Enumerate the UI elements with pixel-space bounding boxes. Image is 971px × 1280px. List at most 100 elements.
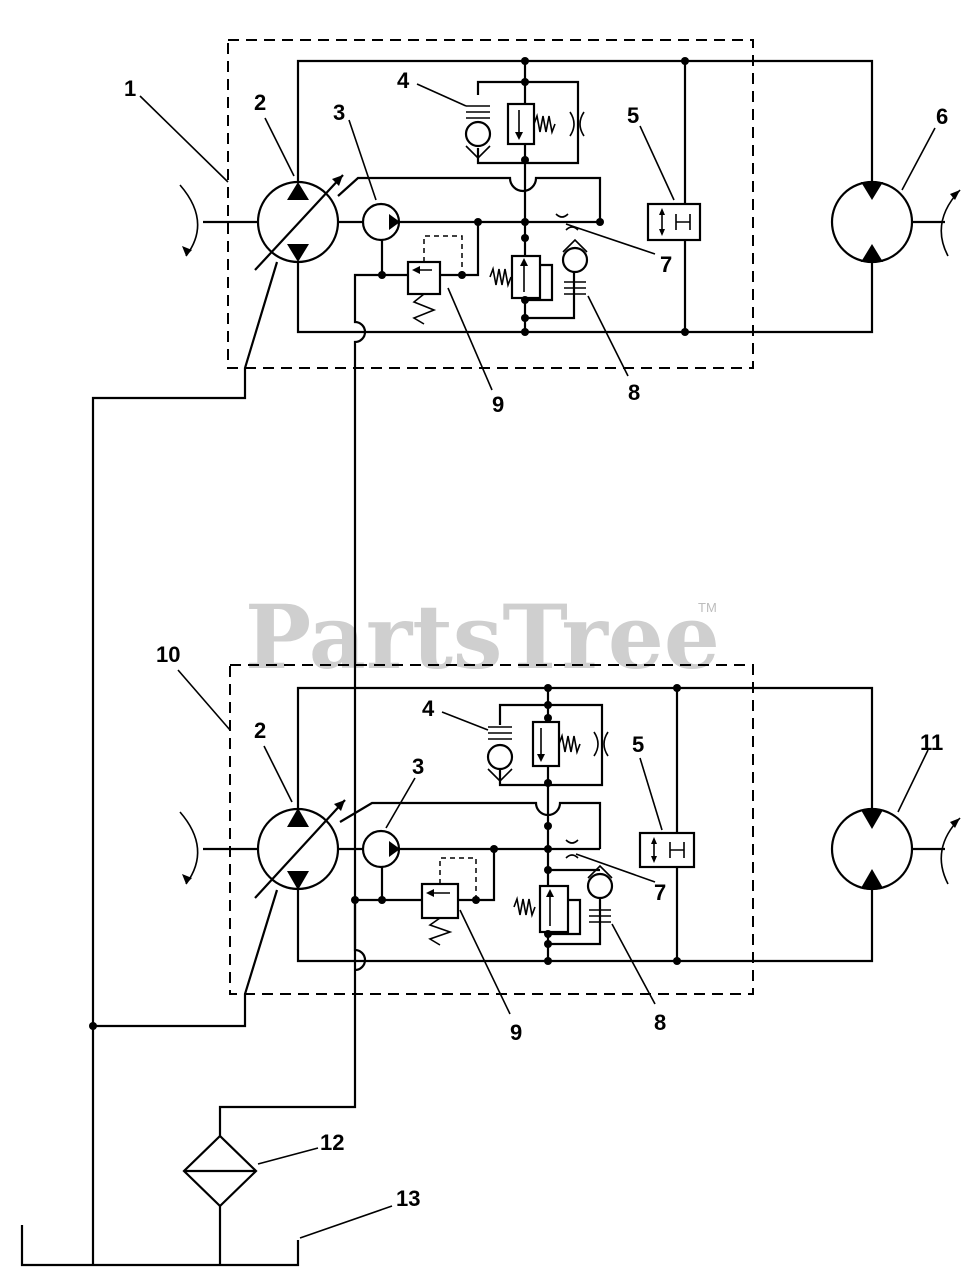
lower-shuttle-check-ball <box>586 872 614 900</box>
junction-dot <box>544 701 552 709</box>
upper-transmission-unit: 1 2 3 4 5 6 7 8 9 <box>91 39 961 1265</box>
callout-7b: 7 <box>654 880 666 905</box>
upper-motor-rotation-arrow-icon <box>950 190 960 200</box>
lower-shuttle-arrow-icon <box>546 889 554 897</box>
junction-dot <box>378 271 386 279</box>
reservoir-13 <box>20 1225 300 1267</box>
leader-7b <box>575 853 656 883</box>
leader-3b <box>385 777 416 829</box>
upper-charge-pump-arrow-icon <box>389 214 400 230</box>
junction-dot <box>544 940 552 948</box>
lower-shuttle-check-seat <box>587 864 613 879</box>
lower-motor-triangle-down-icon <box>861 810 883 829</box>
lower-callouts: 10 2 3 4 5 11 7 8 9 <box>156 642 943 1045</box>
lower-charge-relief-pilot <box>439 857 477 900</box>
lower-charge-relief-arrow-icon <box>426 889 434 897</box>
junction-dot <box>544 957 552 965</box>
lower-check-spring <box>488 726 512 740</box>
leader-10 <box>177 669 231 731</box>
lower-pump-triangle-up-icon <box>287 808 309 827</box>
filter-reservoir: 12 13 <box>20 1130 420 1267</box>
junction-dot <box>351 896 359 904</box>
leader-2 <box>264 117 295 177</box>
lower-supply-crossover <box>353 900 367 972</box>
upper-pump-variable-arrow <box>254 174 344 271</box>
lower-motor-rotation-arc <box>940 817 961 885</box>
leader-8 <box>587 295 629 377</box>
lower-shuttle-pilot <box>548 888 602 946</box>
leader-13 <box>299 1205 393 1239</box>
lower-shuttle-check-spring <box>589 909 611 923</box>
junction-dot <box>596 218 604 226</box>
junction-dot <box>521 296 529 304</box>
junction-dot <box>544 684 552 692</box>
lower-unit-boundary <box>229 664 754 995</box>
upper-charge-relief-spring <box>412 293 437 325</box>
lower-rotation-arc <box>179 811 199 885</box>
lower-relief-spring <box>558 733 581 755</box>
upper-relief-frame <box>476 80 580 165</box>
lower-bypass-gap <box>669 842 685 858</box>
lower-shuttle-spring <box>513 896 536 918</box>
upper-charge-loop <box>337 176 602 222</box>
upper-rotation-arrow-icon <box>182 246 192 256</box>
callout-5: 5 <box>627 103 639 128</box>
upper-unit-boundary <box>227 39 754 369</box>
upper-check-ball <box>464 120 492 148</box>
lower-check-ball <box>486 743 514 771</box>
leader-4 <box>416 83 467 107</box>
upper-shuttle-pilot <box>525 262 576 320</box>
upper-callout-leaders <box>139 83 936 391</box>
junction-dot <box>544 779 552 787</box>
callout-5b: 5 <box>632 732 644 757</box>
upper-bypass-arrow-down-icon <box>659 229 665 236</box>
upper-shuttle-check-seat <box>562 238 588 253</box>
upper-pump-triangle-down-icon <box>287 244 309 262</box>
leader-2b <box>263 745 293 803</box>
callout-8b: 8 <box>654 1010 666 1035</box>
upper-pump-triangle-up-icon <box>287 182 309 200</box>
leader-8b <box>611 923 656 1005</box>
upper-case-drain-line <box>91 261 279 1265</box>
junction-dot <box>521 328 529 336</box>
leader-6 <box>901 127 936 191</box>
junction-dot <box>472 896 480 904</box>
lower-pump-triangle-down-icon <box>287 871 309 890</box>
leader-9b <box>459 909 511 1015</box>
leader-9 <box>447 287 493 391</box>
lower-pump-variable-arrow <box>254 799 346 899</box>
junction-dot <box>544 866 552 874</box>
junction-dot <box>673 957 681 965</box>
upper-charge-relief-arrow-icon <box>412 266 420 274</box>
upper-high-pressure-line <box>296 59 874 183</box>
lower-junctions <box>89 684 681 1030</box>
lower-motor-triangle-up-icon <box>861 869 883 888</box>
lower-high-pressure-line <box>296 686 874 808</box>
callout-4: 4 <box>397 68 410 93</box>
lower-charge-relief-spring <box>428 917 453 946</box>
lower-rotation-arrow-icon <box>182 874 192 884</box>
lower-bypass-arrow-down-icon <box>651 856 657 863</box>
upper-rotation-arc <box>179 184 199 257</box>
junction-dot <box>521 234 529 242</box>
upper-charge-relief-9 <box>406 260 442 296</box>
upper-check-spring <box>466 105 490 119</box>
junction-dot <box>544 845 552 853</box>
upper-charge-relief-pilot <box>423 235 463 275</box>
lower-check-seat <box>487 768 513 783</box>
junction-dot <box>458 271 466 279</box>
callout-3: 3 <box>333 100 345 125</box>
upper-shuttle-spring <box>489 266 512 288</box>
upper-motor-triangle-down-icon <box>861 182 883 200</box>
leader-4b <box>441 711 489 731</box>
junction-dot <box>490 845 498 853</box>
callout-10: 10 <box>156 642 180 667</box>
lower-orifice-7 <box>565 839 579 859</box>
leader-5 <box>639 125 675 201</box>
lower-charge-relief-line <box>476 849 496 902</box>
leader-11 <box>897 749 929 813</box>
callout-7: 7 <box>660 252 672 277</box>
upper-motor-triangle-up-icon <box>861 244 883 262</box>
watermark: PartsTree TM <box>245 585 720 689</box>
junction-dot <box>544 714 552 722</box>
